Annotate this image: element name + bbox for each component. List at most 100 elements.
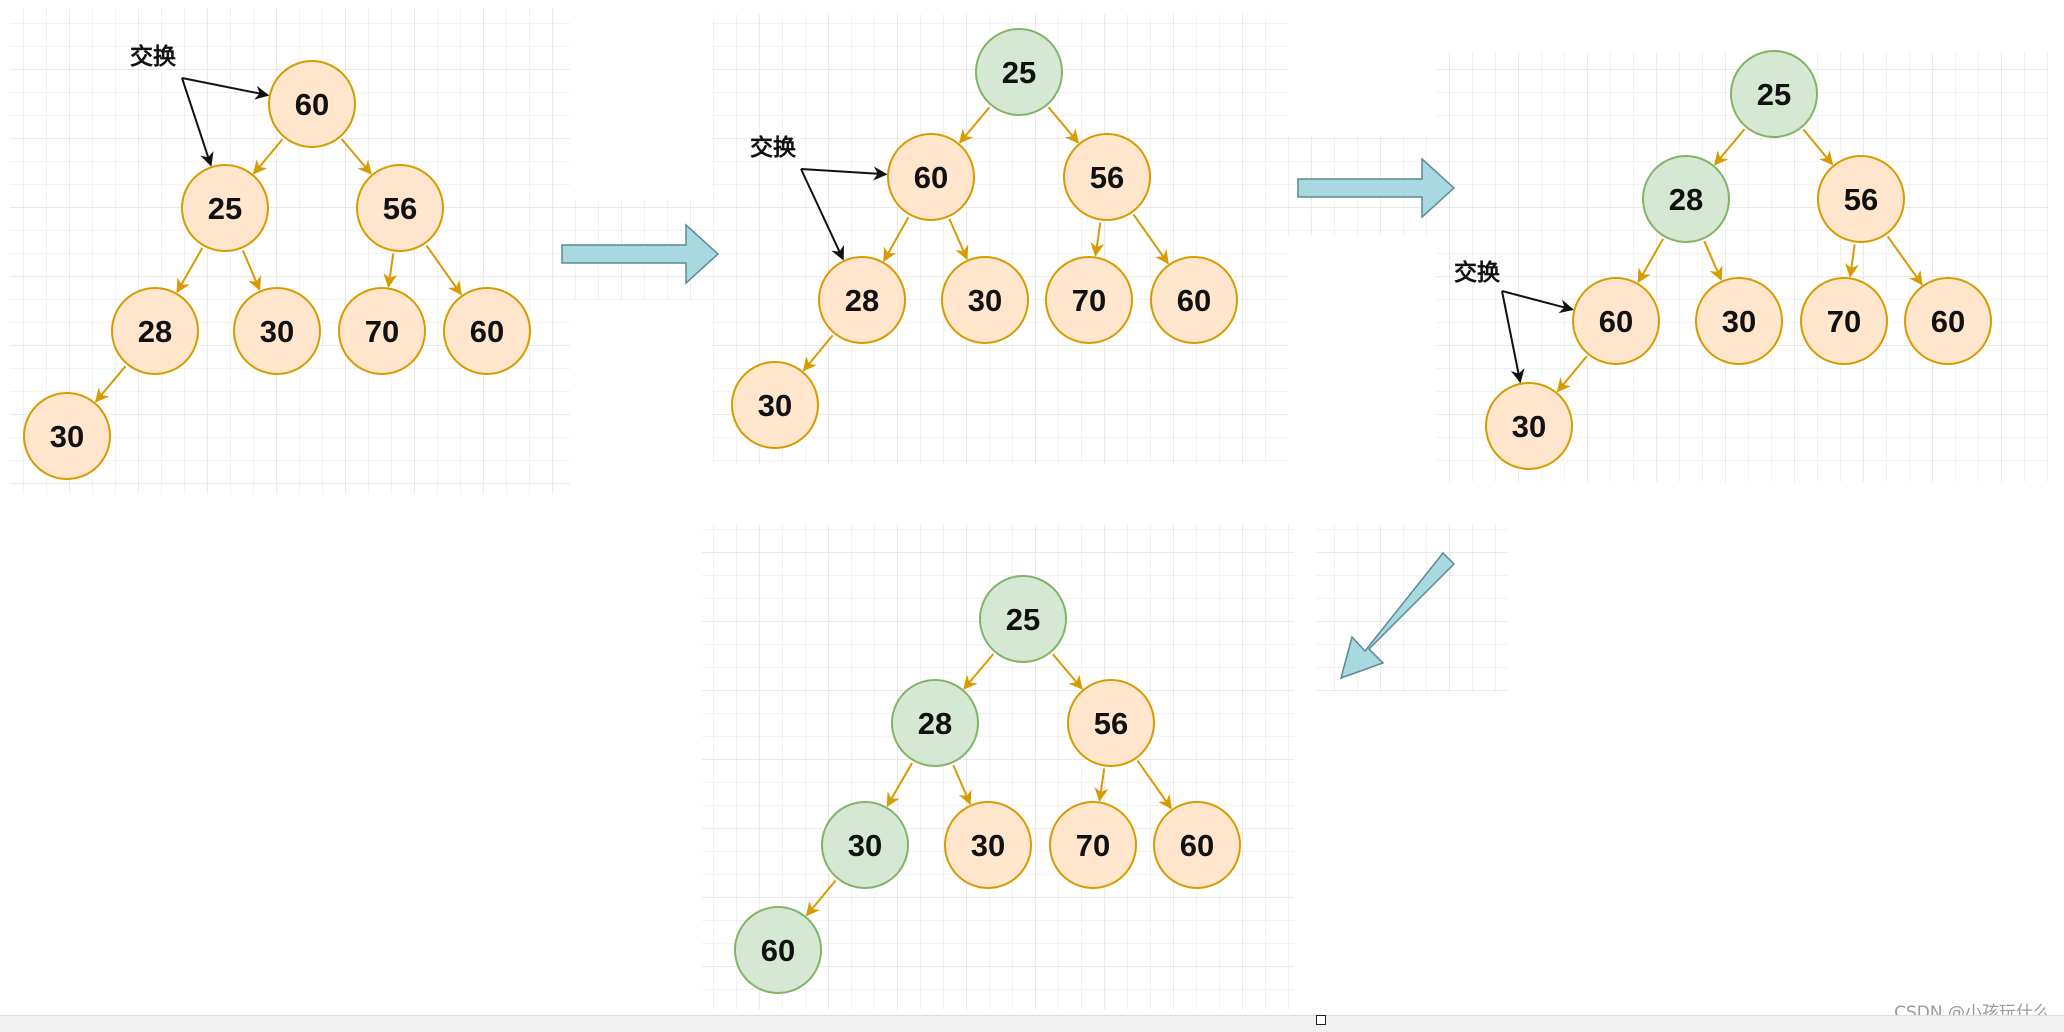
swap-label: 交换 bbox=[1454, 259, 1501, 286]
step-arrows bbox=[561, 157, 1456, 680]
tree-edge bbox=[1703, 240, 1723, 282]
tree-edge bbox=[802, 334, 834, 372]
tree-node-circle bbox=[1150, 256, 1238, 344]
tree-node: 70 bbox=[1800, 277, 1888, 365]
tree-node-circle bbox=[944, 801, 1032, 889]
tree-node-circle bbox=[1049, 801, 1137, 889]
tree-edge bbox=[241, 249, 262, 291]
tree-node-value: 25 bbox=[208, 191, 242, 226]
tree-edge bbox=[1556, 355, 1588, 393]
tree-edge bbox=[1136, 760, 1172, 810]
tree-node-value: 60 bbox=[1599, 304, 1633, 339]
tree-node-value: 60 bbox=[295, 87, 329, 122]
tree-node: 30 bbox=[944, 801, 1032, 889]
tree-edge bbox=[1132, 213, 1169, 265]
tree-edge bbox=[805, 879, 837, 917]
tree-node-value: 56 bbox=[1090, 160, 1124, 195]
tree-node: 30 bbox=[731, 361, 819, 449]
tree-node-circle bbox=[1485, 382, 1573, 470]
tree-node: 30 bbox=[821, 801, 909, 889]
tree-node-circle bbox=[1800, 277, 1888, 365]
tree-edge bbox=[952, 764, 972, 806]
tree-edge bbox=[1845, 244, 1859, 278]
tree-node: 60 bbox=[1904, 277, 1992, 365]
tree-node: 56 bbox=[1063, 133, 1151, 221]
tree-node-circle bbox=[1730, 50, 1818, 138]
tree-node-circle bbox=[111, 287, 199, 375]
tree-edge bbox=[1051, 653, 1083, 690]
tree-node-value: 56 bbox=[1094, 706, 1128, 741]
tree-node: 28 bbox=[891, 679, 979, 767]
tree-edge bbox=[886, 762, 913, 808]
tree-node: 30 bbox=[23, 392, 111, 480]
status-bar bbox=[0, 1015, 2064, 1032]
tree-node: 25 bbox=[1730, 50, 1818, 138]
swap-arrow bbox=[181, 77, 270, 100]
tree-edge bbox=[1714, 128, 1746, 166]
tree-node-value: 60 bbox=[1180, 828, 1214, 863]
tree-node: 60 bbox=[1572, 277, 1660, 365]
tree-node-value: 70 bbox=[365, 314, 399, 349]
tree-node: 60 bbox=[443, 287, 531, 375]
tree-edge bbox=[1802, 128, 1834, 166]
tree-node-circle bbox=[731, 361, 819, 449]
tree-edge bbox=[1886, 235, 1923, 286]
resize-handle-icon[interactable] bbox=[1316, 1015, 1326, 1025]
tree-edge bbox=[1047, 106, 1079, 144]
tree-edge bbox=[959, 106, 991, 144]
tree-node-circle bbox=[821, 801, 909, 889]
step-arrow-right-1 bbox=[561, 223, 720, 285]
tree-node-value: 28 bbox=[138, 314, 172, 349]
tree-node: 28 bbox=[1642, 155, 1730, 243]
swap-arrow bbox=[800, 168, 845, 261]
tree-node-value: 56 bbox=[1844, 182, 1878, 217]
tree-node-circle bbox=[734, 906, 822, 994]
tree-node-value: 60 bbox=[1177, 283, 1211, 318]
tree-edge bbox=[383, 253, 398, 288]
tree-node-value: 28 bbox=[845, 283, 879, 318]
tree-node-value: 60 bbox=[914, 160, 948, 195]
tree-node-circle bbox=[891, 679, 979, 767]
tree-node-value: 60 bbox=[1931, 304, 1965, 339]
tree-node-value: 60 bbox=[761, 933, 795, 968]
tree-node-value: 30 bbox=[848, 828, 882, 863]
tree-node-circle bbox=[181, 164, 269, 252]
tree-node-circle bbox=[818, 256, 906, 344]
tree-node: 60 bbox=[1153, 801, 1241, 889]
tree-node-circle bbox=[1695, 277, 1783, 365]
tree-edge bbox=[340, 138, 372, 175]
tree-node: 30 bbox=[1695, 277, 1783, 365]
tree-node: 70 bbox=[1049, 801, 1137, 889]
tree-node-value: 25 bbox=[1757, 77, 1791, 112]
tree-node-value: 25 bbox=[1002, 55, 1036, 90]
tree-node-circle bbox=[975, 28, 1063, 116]
tree-node: 70 bbox=[1045, 256, 1133, 344]
tree-node-circle bbox=[338, 287, 426, 375]
tree-node-circle bbox=[1063, 133, 1151, 221]
tree-node: 60 bbox=[1150, 256, 1238, 344]
tree-node-circle bbox=[1817, 155, 1905, 243]
tree-node-value: 30 bbox=[971, 828, 1005, 863]
tree-node-circle bbox=[1572, 277, 1660, 365]
step-arrow-down-left bbox=[1339, 551, 1456, 680]
tree-node: 25 bbox=[975, 28, 1063, 116]
tree-edge bbox=[1094, 768, 1109, 802]
tree-node: 56 bbox=[356, 164, 444, 252]
tree-node-circle bbox=[268, 60, 356, 148]
tree-node: 28 bbox=[111, 287, 199, 375]
tree-node-circle bbox=[941, 256, 1029, 344]
tree-node-value: 30 bbox=[968, 283, 1002, 318]
step-arrow-right-2 bbox=[1297, 157, 1456, 219]
tree-node: 56 bbox=[1067, 679, 1155, 767]
tree-node-value: 30 bbox=[758, 388, 792, 423]
tree-node-circle bbox=[233, 287, 321, 375]
swap-arrow bbox=[181, 77, 214, 167]
tree-node: 28 bbox=[818, 256, 906, 344]
tree-edge bbox=[176, 247, 204, 294]
tree-node: 60 bbox=[734, 906, 822, 994]
